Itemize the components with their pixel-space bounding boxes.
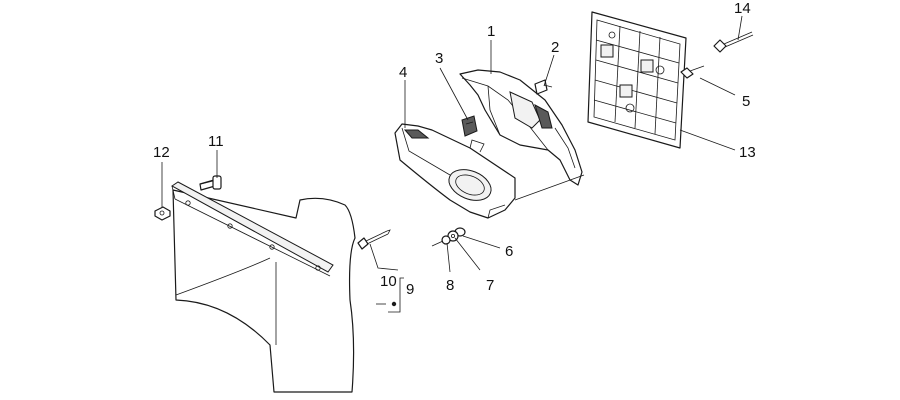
callout-14: 14 <box>734 0 751 17</box>
screw-part-5 <box>680 65 705 79</box>
screw-part-2 <box>534 79 553 95</box>
mudflap-part <box>171 181 356 393</box>
bolt-part-11 <box>199 175 222 191</box>
callout-11: 11 <box>208 133 224 150</box>
leader-lines <box>161 15 743 313</box>
callout-markers <box>391 301 397 307</box>
clip-part-3 <box>461 115 478 137</box>
callout-3: 3 <box>435 50 443 67</box>
callout-6: 6 <box>505 243 513 260</box>
callout-labels: 1 2 3 4 5 6 7 8 9 10 11 12 13 14 <box>153 0 756 298</box>
callout-1: 1 <box>487 23 495 40</box>
callout-10: 10 <box>380 273 397 290</box>
grid-plate-part-13 <box>587 11 687 149</box>
callout-2: 2 <box>551 39 559 56</box>
screw-part-10 <box>357 229 391 250</box>
washer-set-6-7-8 <box>431 227 466 247</box>
callout-5: 5 <box>742 93 750 110</box>
cover-housing-part-1 <box>459 69 583 186</box>
screw-part-14 <box>713 31 754 53</box>
callout-12: 12 <box>153 144 170 161</box>
callout-9: 9 <box>406 281 414 298</box>
support-bracket-part-4 <box>394 123 516 219</box>
callout-4: 4 <box>399 64 407 81</box>
nut-part-12 <box>154 206 171 221</box>
callout-8: 8 <box>446 277 454 294</box>
callout-13: 13 <box>739 144 756 161</box>
callout-7: 7 <box>486 277 494 294</box>
